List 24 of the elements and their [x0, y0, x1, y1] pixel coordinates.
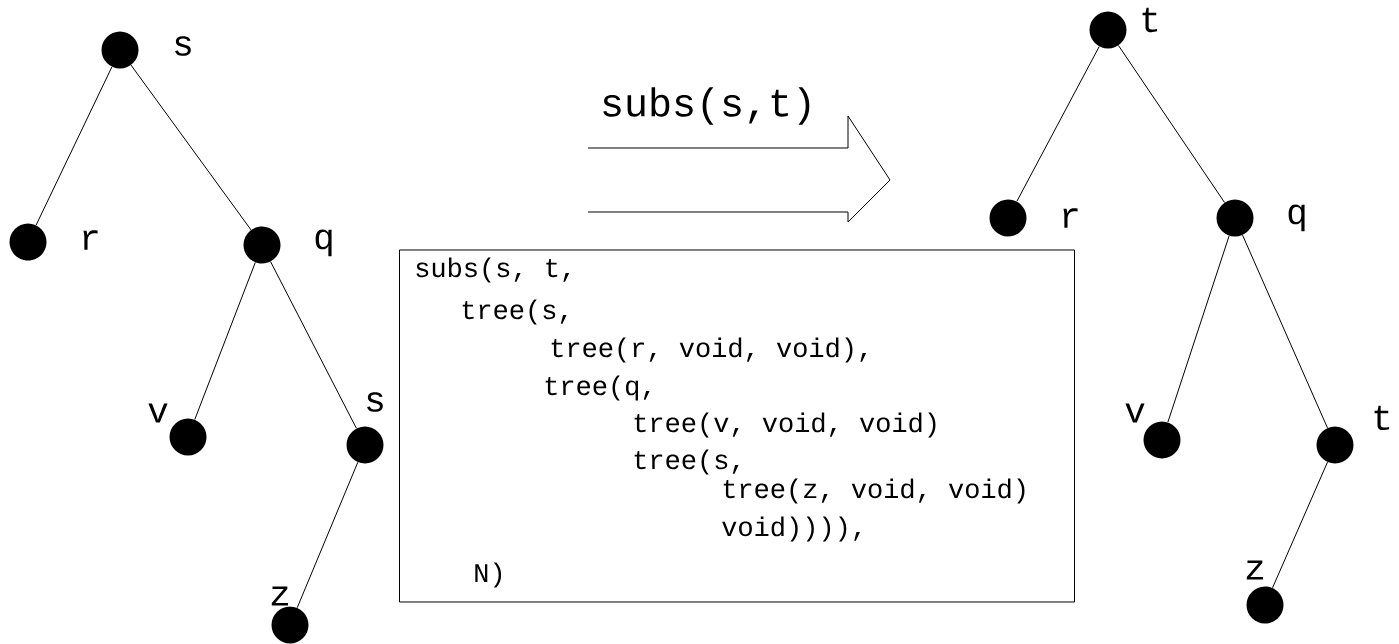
tree-line: [1016, 46, 1100, 202]
code-box: subs(s, t, tree(s, tree(r, void, void), tree(q, tree(v, void, void) tree(s, tree(z, void, void) void)))), N): [399, 249, 1075, 603]
tree-line: [270, 261, 357, 429]
node-label: r: [83, 230, 98, 250]
node-label: s: [367, 392, 383, 412]
node-label: t: [1142, 7, 1158, 33]
node-label: s: [175, 36, 191, 56]
tree-line: [1167, 235, 1230, 423]
tree-line: [296, 461, 359, 609]
node-label: q: [1288, 204, 1305, 232]
node-label: t: [1374, 405, 1390, 431]
tree-line: [1242, 234, 1328, 429]
node-label: v: [1125, 403, 1145, 423]
tree-line: [35, 66, 113, 226]
node-label: z: [1246, 560, 1263, 580]
arrow-label: subs(s,t): [603, 87, 810, 125]
tree-line: [194, 261, 256, 421]
tree-line: [1272, 461, 1328, 589]
node-label: z: [271, 586, 288, 606]
node-label: r: [1063, 208, 1078, 228]
tree-line: [130, 64, 252, 231]
node-label: v: [148, 403, 168, 423]
node-label: q: [315, 229, 332, 257]
tree-line: [1118, 45, 1226, 203]
